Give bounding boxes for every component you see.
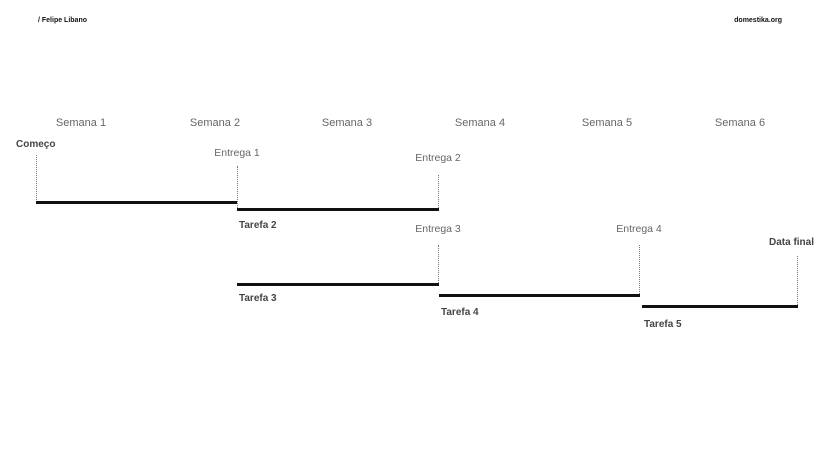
task-bar-2	[237, 208, 439, 211]
week-label-3: Semana 3	[321, 117, 373, 129]
week-label-2: Semana 2	[189, 117, 241, 129]
task-bar-5	[642, 305, 798, 308]
delivery-label-2: Entrega 2	[415, 152, 461, 164]
week-label-5: Semana 5	[581, 117, 633, 129]
delivery-marker-4	[639, 245, 640, 296]
start-marker	[36, 155, 37, 202]
delivery-marker-3	[438, 245, 439, 285]
task-label-2: Tarefa 2	[239, 220, 277, 231]
task-bar-1	[36, 201, 237, 204]
delivery-marker-2	[438, 175, 439, 210]
end-label: Data final	[769, 237, 815, 248]
task-label-5: Tarefa 5	[644, 319, 682, 330]
delivery-marker-1	[237, 166, 238, 210]
task-label-4: Tarefa 4	[441, 307, 479, 318]
delivery-label-3: Entrega 3	[415, 223, 461, 235]
delivery-label-1: Entrega 1	[214, 147, 260, 159]
site-credit: domestika.org	[734, 17, 782, 24]
task-bar-3	[237, 283, 439, 286]
week-label-4: Semana 4	[454, 117, 506, 129]
week-label-1: Semana 1	[55, 117, 107, 129]
end-marker	[797, 256, 798, 307]
author-credit: / Felipe Libano	[38, 17, 88, 24]
task-label-3: Tarefa 3	[239, 293, 277, 304]
start-label: Começo	[16, 139, 56, 150]
week-label-6: Semana 6	[714, 117, 766, 129]
task-bar-4	[439, 294, 640, 297]
delivery-label-4: Entrega 4	[616, 223, 662, 235]
